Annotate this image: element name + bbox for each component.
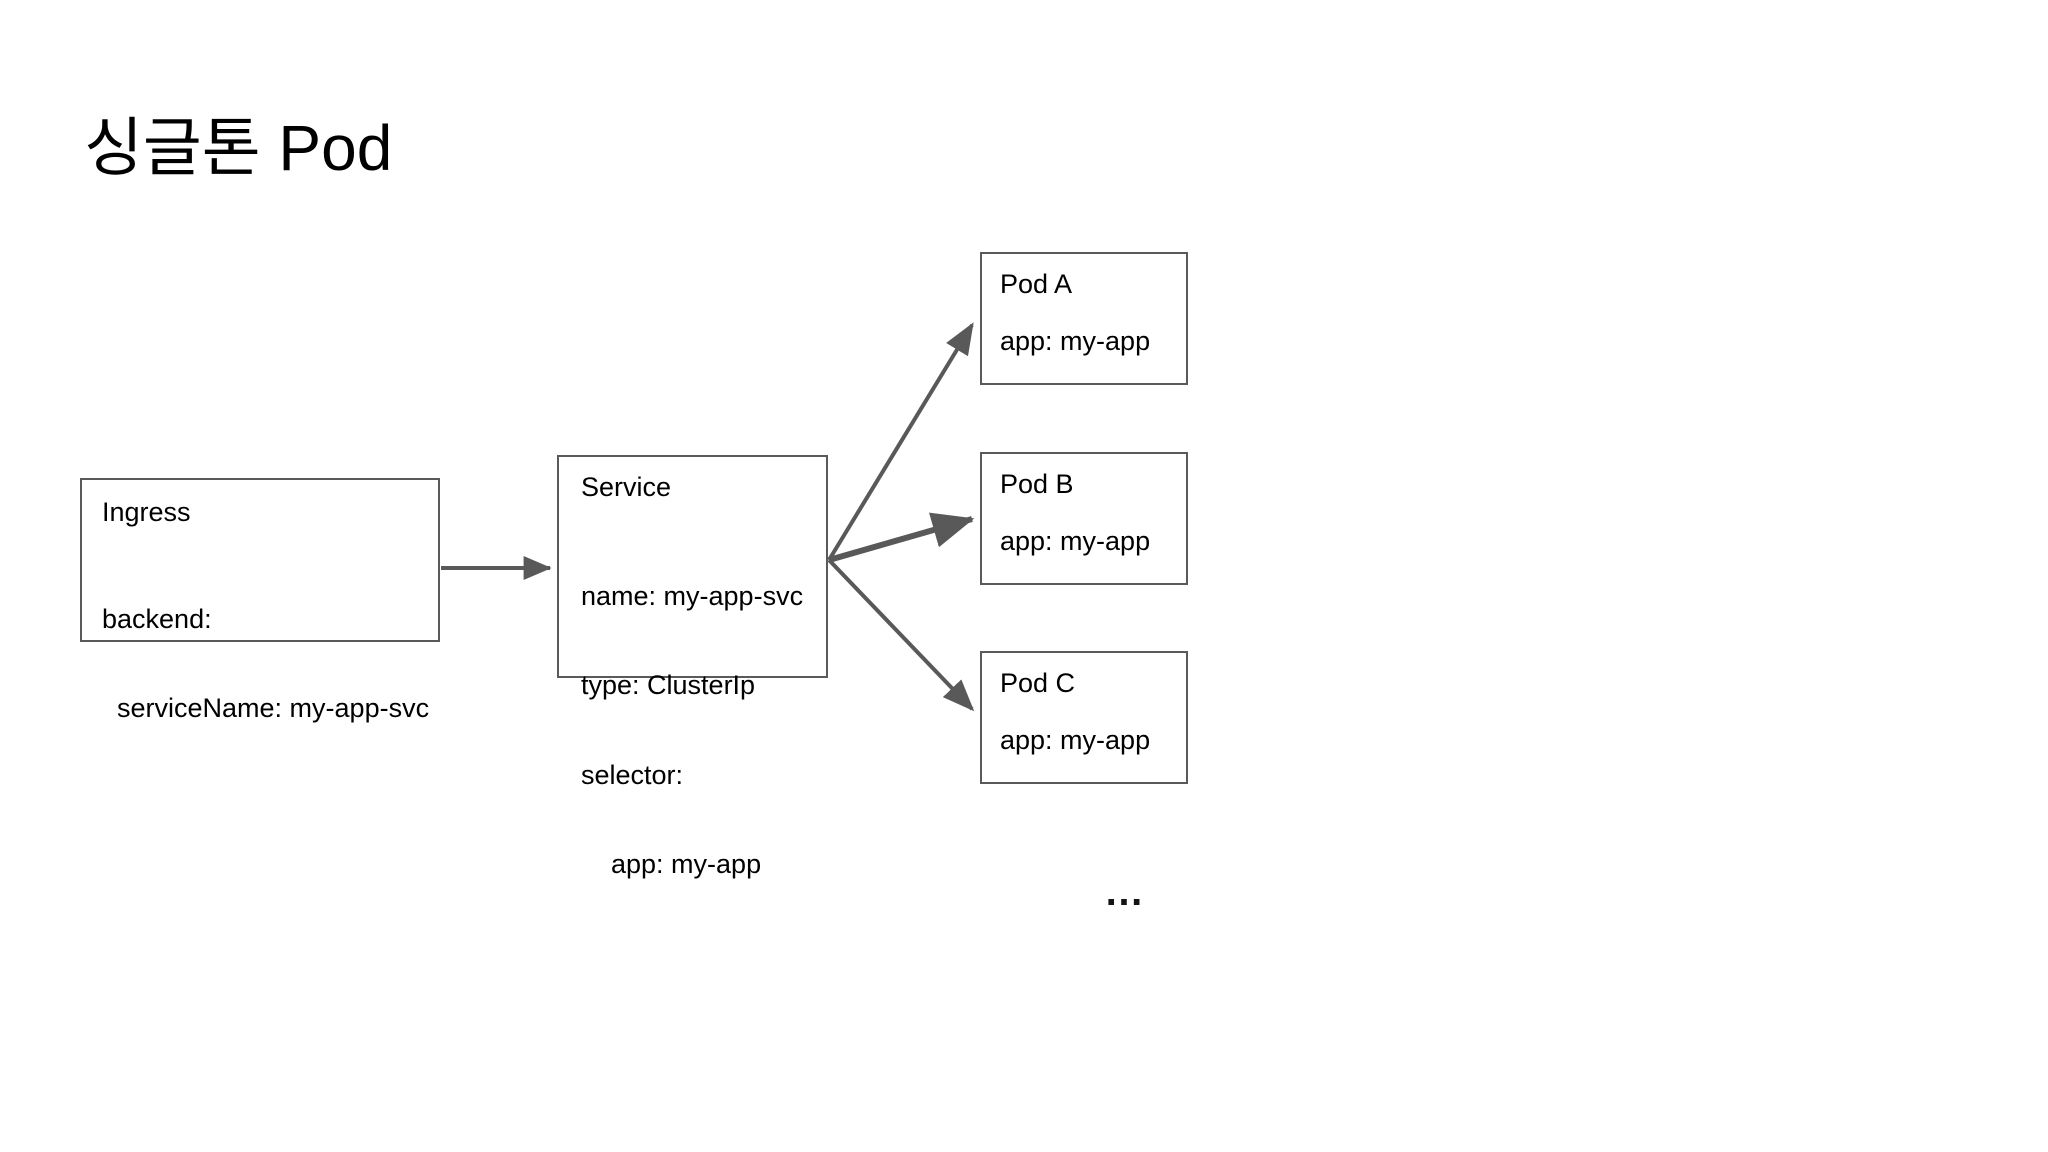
arrow-service-to-pod-a (827, 322, 974, 562)
ingress-spec-line: serviceName: my-app-svc (102, 693, 430, 724)
pod-b-label: app: my-app (1000, 526, 1151, 556)
arrow-service-to-pod-b (828, 512, 975, 563)
pod-c-label: app: my-app (1000, 725, 1151, 755)
service-spec-line: app: my-app (581, 848, 762, 879)
node-pod-b[interactable]: Pod B app: my-app (980, 452, 1188, 585)
service-spec-line: type: ClusterIp (581, 670, 756, 701)
arrow-service-to-pod-c (827, 558, 975, 712)
more-pods-ellipsis: … (1104, 870, 1148, 914)
node-ingress[interactable]: Ingress backend: serviceName: my-app-svc (80, 478, 440, 723)
node-pod-c[interactable]: Pod C app: my-app (980, 651, 1188, 784)
service-spec: name: my-app-svc type: ClusterIp selecto… (581, 523, 803, 939)
ingress-spec-line: backend: (102, 604, 212, 635)
node-pod-a[interactable]: Pod A app: my-app (980, 252, 1188, 385)
node-service[interactable]: Service name: my-app-svc type: ClusterIp… (557, 455, 828, 878)
service-spec-line: selector: (581, 759, 684, 790)
ingress-spec: backend: serviceName: my-app-svc (102, 546, 429, 784)
service-title: Service (581, 472, 672, 502)
pod-a-title: Pod A (1000, 269, 1073, 299)
page-title: 싱글톤 Pod (84, 112, 393, 184)
pod-b-title: Pod B (1000, 469, 1074, 499)
service-spec-line: name: my-app-svc (581, 581, 804, 612)
pod-c-title: Pod C (1000, 668, 1076, 698)
pod-a-label: app: my-app (1000, 326, 1151, 356)
ingress-title: Ingress (102, 497, 191, 527)
